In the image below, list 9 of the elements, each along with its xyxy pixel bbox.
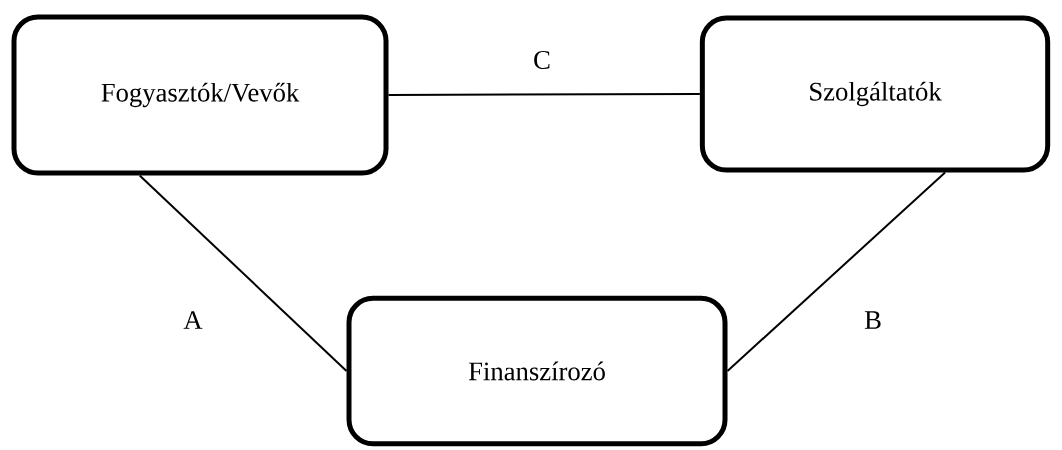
rounded-box: Fogyasztók/Vevők [11,14,389,176]
connector-line [387,93,701,96]
rounded-box: Szolgáltatók [699,15,1051,173]
edge-label: B [861,308,885,332]
rounded-box: Finanszírozó [346,295,728,447]
connector-line [138,174,348,372]
edge-label: A [180,308,206,332]
connector-line [726,171,947,372]
edge-label: C [530,48,554,72]
